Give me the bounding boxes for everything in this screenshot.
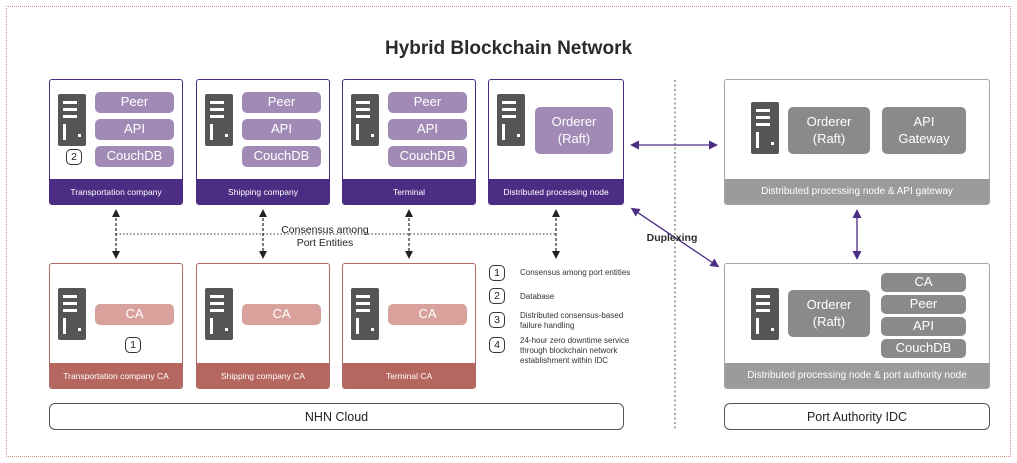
diagram-frame xyxy=(6,6,1011,457)
database-badge: 2 xyxy=(66,149,82,165)
legend-text: Distributed consensus-based failure hand… xyxy=(520,311,624,330)
legend-badge: 3 xyxy=(489,312,505,328)
port-authority-idc-box: Port Authority IDC xyxy=(724,403,990,430)
api-service: API xyxy=(242,119,321,140)
transportation-company-node: Peer API CouchDB 2 Transportation compan… xyxy=(49,79,183,205)
node-label: Transportation company xyxy=(50,179,182,204)
server-icon xyxy=(751,102,779,154)
server-icon xyxy=(205,288,233,340)
node-label: Shipping company xyxy=(197,179,329,204)
couchdb-service: CouchDB xyxy=(242,146,321,167)
server-icon xyxy=(497,94,525,146)
orderer-raft-service: Orderer (Raft) xyxy=(788,290,870,337)
ca-service: CA xyxy=(95,304,174,325)
legend-text: Consensus among port entities xyxy=(520,268,631,277)
legend-text: 24-hour zero downtime service through bl… xyxy=(520,336,630,365)
server-icon xyxy=(58,94,86,146)
diagram-title: Hybrid Blockchain Network xyxy=(384,38,633,59)
couchdb-service: CouchDB xyxy=(388,146,467,167)
ca-service: CA xyxy=(242,304,321,325)
server-icon xyxy=(205,94,233,146)
node-label: Terminal CA xyxy=(343,363,475,388)
legend-badge: 2 xyxy=(489,288,505,304)
node-label: Distributed processing node xyxy=(489,179,623,204)
ca-service: CA xyxy=(881,273,966,292)
api-gateway-service: API Gateway xyxy=(882,107,966,154)
node-label: Distributed processing node & port autho… xyxy=(725,363,989,388)
port-authority-node: Orderer (Raft) CA Peer API CouchDB Distr… xyxy=(724,263,990,389)
server-icon xyxy=(751,288,779,340)
duplex-arrow-diagonal xyxy=(630,207,720,268)
transportation-company-ca-node: CA 1 Transportation company CA xyxy=(49,263,183,389)
legend-badge: 4 xyxy=(489,337,505,353)
server-icon xyxy=(351,288,379,340)
shipping-company-ca-node: CA Shipping company CA xyxy=(196,263,330,389)
legend-text: Database xyxy=(520,292,555,301)
node-label: Shipping company CA xyxy=(197,363,329,388)
orderer-raft-service: Orderer (Raft) xyxy=(535,107,613,154)
couchdb-service: CouchDB xyxy=(95,146,174,167)
api-service: API xyxy=(95,119,174,140)
distributed-processing-node: Orderer (Raft) Distributed processing no… xyxy=(488,79,624,205)
peer-service: Peer xyxy=(388,92,467,113)
node-label: Transportation company CA xyxy=(50,363,182,388)
consensus-label: Consensus among Port Entities xyxy=(281,224,369,250)
api-service: API xyxy=(388,119,467,140)
peer-service: Peer xyxy=(242,92,321,113)
couchdb-service: CouchDB xyxy=(881,339,966,358)
legend-badge: 1 xyxy=(489,265,505,281)
peer-service: Peer xyxy=(881,295,966,314)
peer-service: Peer xyxy=(95,92,174,113)
server-icon xyxy=(58,288,86,340)
duplexing-label: Duplexing xyxy=(646,232,698,244)
shipping-company-node: Peer API CouchDB Shipping company xyxy=(196,79,330,205)
node-label: Distributed processing node & API gatewa… xyxy=(725,179,989,204)
terminal-ca-node: CA Terminal CA xyxy=(342,263,476,389)
terminal-node: Peer API CouchDB Terminal xyxy=(342,79,476,205)
consensus-badge: 1 xyxy=(125,337,141,353)
nhn-cloud-box: NHN Cloud xyxy=(49,403,624,430)
api-service: API xyxy=(881,317,966,336)
orderer-raft-service: Orderer (Raft) xyxy=(788,107,870,154)
node-label: Terminal xyxy=(343,179,475,204)
ca-service: CA xyxy=(388,304,467,325)
server-icon xyxy=(351,94,379,146)
gateway-node: Orderer (Raft) API Gateway Distributed p… xyxy=(724,79,990,205)
